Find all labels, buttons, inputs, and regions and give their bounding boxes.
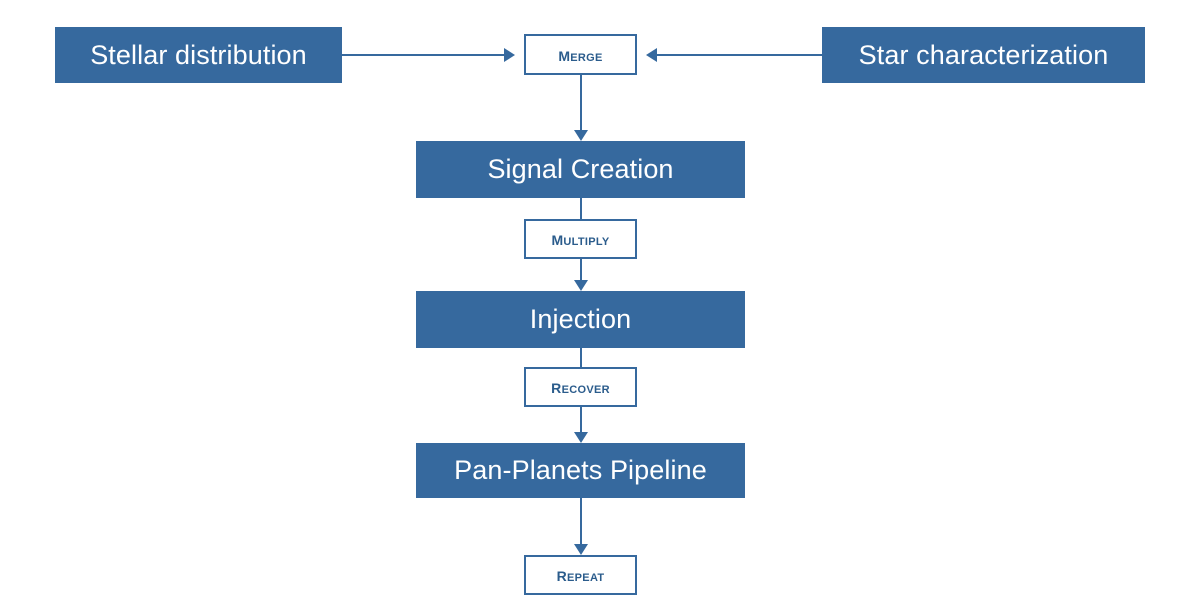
arrowhead-stellar-to-merge <box>504 48 515 62</box>
node-label: Signal Creation <box>487 154 674 184</box>
edge-multiply-to-injection <box>580 259 582 280</box>
node-label: Star characterization <box>858 39 1109 70</box>
arrowhead-merge-to-signal-creation <box>574 130 588 141</box>
node-signal-creation[interactable]: Signal Creation <box>416 141 745 198</box>
node-label: Injection <box>529 304 632 334</box>
connector-label-merge[interactable]: Merge <box>524 34 637 75</box>
connector-label-recover[interactable]: Recover <box>524 367 637 407</box>
connector-label-repeat[interactable]: Repeat <box>524 555 637 595</box>
node-stellar-distribution[interactable]: Stellar distribution <box>55 27 342 83</box>
edge-pipeline-to-repeat <box>580 498 582 544</box>
node-label: Multiply <box>551 228 610 250</box>
arrowhead-recover-to-pipeline <box>574 432 588 443</box>
edge-star-to-merge <box>657 54 823 56</box>
arrowhead-multiply-to-injection <box>574 280 588 291</box>
edge-recover-to-pipeline <box>580 407 582 432</box>
arrowhead-star-to-merge <box>646 48 657 62</box>
node-label: Recover <box>551 376 610 398</box>
node-label: Stellar distribution <box>90 39 307 70</box>
node-star-characterization[interactable]: Star characterization <box>822 27 1145 83</box>
edge-merge-to-signal-creation <box>580 75 582 130</box>
arrowhead-pipeline-to-repeat <box>574 544 588 555</box>
edge-injection-to-recover <box>580 348 582 367</box>
node-label: Pan-Planets Pipeline <box>454 455 707 485</box>
node-label: Merge <box>558 43 603 66</box>
edge-signal-creation-to-multiply <box>580 198 582 219</box>
node-injection[interactable]: Injection <box>416 291 745 348</box>
node-label: Repeat <box>556 564 605 586</box>
node-pan-planets-pipeline[interactable]: Pan-Planets Pipeline <box>416 443 745 498</box>
edge-stellar-to-merge <box>342 54 504 56</box>
connector-label-multiply[interactable]: Multiply <box>524 219 637 259</box>
